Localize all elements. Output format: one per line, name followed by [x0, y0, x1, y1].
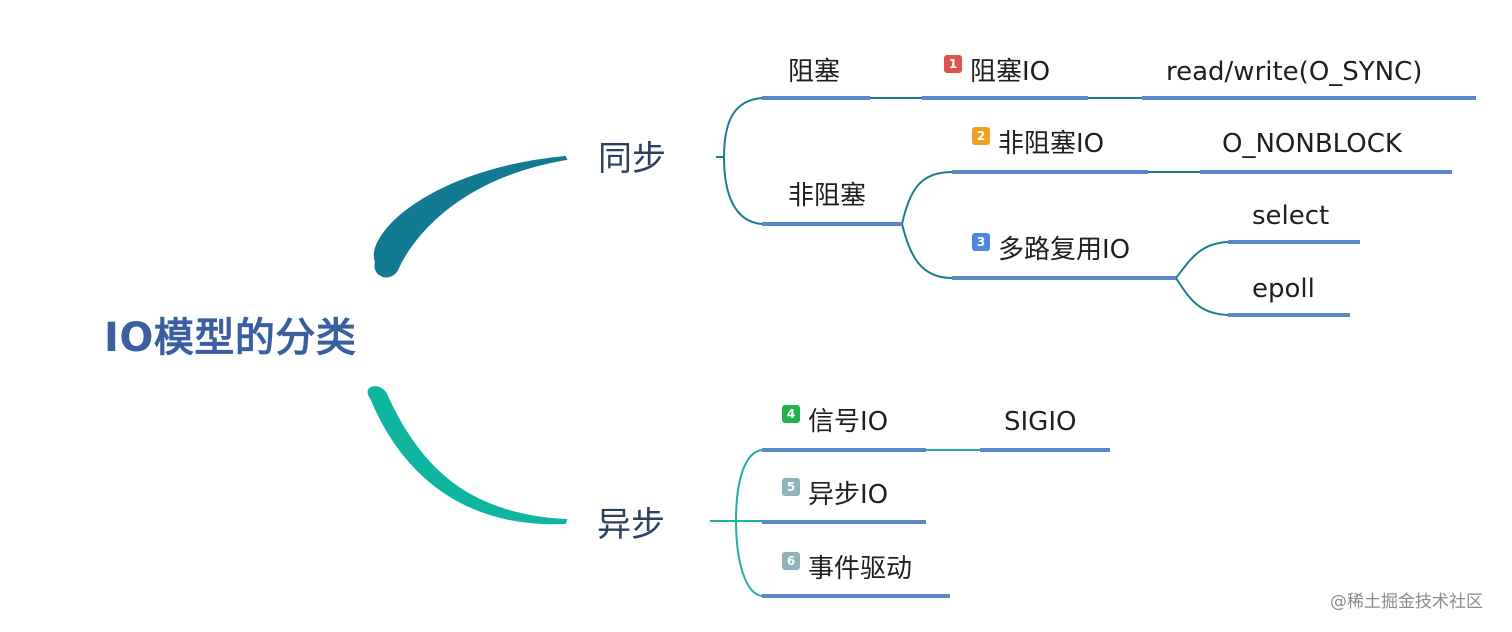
nonblocking-io-label: 非阻塞IO: [998, 129, 1105, 159]
async-connectors: [710, 449, 980, 597]
watermark: @稀土掘金技术社区: [1330, 592, 1483, 612]
event-driven-node: 6 事件驱动: [782, 552, 913, 584]
priority-5-icon: 5: [782, 478, 800, 496]
signal-io-node: 4 信号IO: [782, 405, 889, 437]
signal-io-label: 信号IO: [808, 407, 889, 437]
epoll-node: epoll: [1252, 274, 1315, 304]
priority-6-icon: 6: [782, 552, 800, 570]
event-driven-label: 事件驱动: [808, 554, 913, 584]
priority-4-icon: 4: [782, 405, 800, 423]
priority-2-icon: 2: [972, 127, 990, 145]
blocking-node: 阻塞: [788, 57, 841, 87]
blocking-example-node: read/write(O_SYNC): [1166, 57, 1423, 87]
sync-main-branch: [373, 155, 568, 278]
sigio-node: SIGIO: [1004, 407, 1077, 437]
root-title: IO模型的分类: [104, 315, 357, 361]
async-io-node: 5 异步IO: [782, 478, 889, 510]
async-main-branch: [367, 386, 568, 525]
select-node: select: [1252, 201, 1330, 231]
node-underlines: [762, 96, 1476, 598]
priority-1-icon: 1: [944, 55, 962, 73]
blocking-io-node: 1 阻塞IO: [944, 55, 1051, 87]
sync-branch-label: 同步: [598, 139, 666, 179]
async-branch-label: 异步: [597, 505, 665, 545]
nonblocking-node: 非阻塞: [788, 181, 867, 211]
sync-connectors: [716, 97, 1229, 316]
nonblocking-example-node: O_NONBLOCK: [1222, 129, 1402, 159]
blocking-io-label: 阻塞IO: [970, 57, 1051, 87]
multiplex-io-label: 多路复用IO: [998, 235, 1131, 265]
priority-3-icon: 3: [972, 233, 990, 251]
multiplex-io-node: 3 多路复用IO: [972, 233, 1131, 265]
nonblocking-io-node: 2 非阻塞IO: [972, 127, 1105, 159]
async-io-label: 异步IO: [808, 480, 889, 510]
